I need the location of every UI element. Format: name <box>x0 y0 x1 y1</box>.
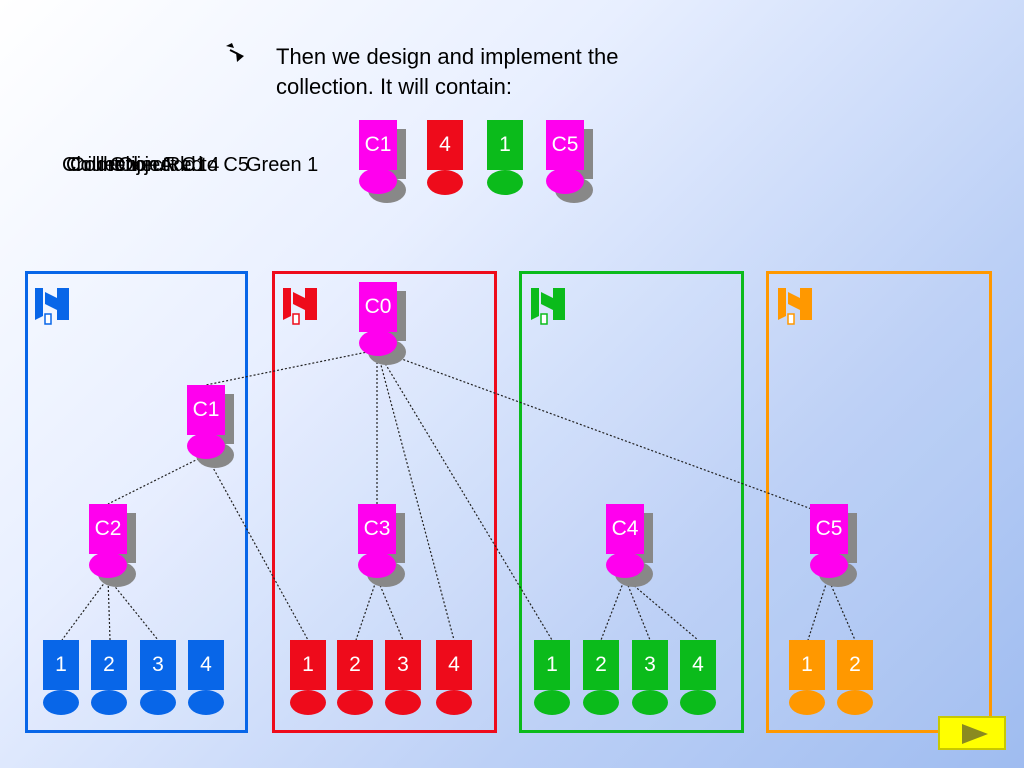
node-ellipse <box>187 433 225 459</box>
leaf-label: 2 <box>337 640 373 690</box>
next-slide-button[interactable] <box>938 716 1006 750</box>
leaf-ellipse <box>385 690 421 715</box>
overlap-text-collection: Collection <box>70 154 158 176</box>
slide-title: Then we design and implement the collect… <box>276 42 716 102</box>
title-line-1: Then we design and implement the <box>276 44 619 69</box>
leaf-label: 1 <box>290 640 326 690</box>
leaf-blue-2: 2 <box>91 640 129 720</box>
leaf-label: 1 <box>43 640 79 690</box>
leaf-red-2: 2 <box>337 640 375 720</box>
top-item-red-4: 4 <box>427 120 465 200</box>
node-ellipse <box>89 552 127 578</box>
node-label: C1 <box>359 120 397 170</box>
leaf-red-3: 3 <box>385 640 423 720</box>
node-c4: 4 C4 <box>606 504 666 604</box>
leaf-ellipse <box>43 690 79 715</box>
leaf-green-4: 4 <box>680 640 718 720</box>
node-label: C3 <box>358 504 396 554</box>
leaf-label: 2 <box>583 640 619 690</box>
overlap-text-children: Children <box>62 154 137 176</box>
leaf-label: 3 <box>140 640 176 690</box>
node-label: C0 <box>359 282 397 332</box>
overlap-text-object: Object <box>110 154 168 176</box>
leaf-red-4: 4 <box>436 640 474 720</box>
node-ellipse <box>546 168 584 194</box>
leaf-blue-4: 4 <box>188 640 226 720</box>
node-c3: 3 C3 <box>358 504 418 604</box>
node-label: C4 <box>606 504 644 554</box>
leaf-orange-1: 1 <box>789 640 827 720</box>
leaf-ellipse <box>290 690 326 715</box>
overlap-text-object-c1: Object C1 <box>118 154 207 176</box>
node-ellipse <box>810 552 848 578</box>
node-label: C2 <box>89 504 127 554</box>
leaf-blue-3: 3 <box>140 640 178 720</box>
leaf-ellipse <box>140 690 176 715</box>
top-item-green-1: 1 <box>487 120 525 200</box>
leaf-ellipse <box>789 690 825 715</box>
top-item-c1: 1 C1 <box>359 120 419 220</box>
leaf-green-3: 3 <box>632 640 670 720</box>
node-label: C1 <box>187 385 225 435</box>
node-ellipse <box>606 552 644 578</box>
leaf-label: 2 <box>91 640 127 690</box>
panel-green-icon <box>531 288 565 325</box>
top-item-c5: 5 C5 <box>546 120 606 220</box>
node-label: C5 <box>810 504 848 554</box>
play-icon <box>962 724 988 744</box>
leaf-red-1: 1 <box>290 640 328 720</box>
leaf-ellipse <box>91 690 127 715</box>
leaf-ellipse <box>436 690 472 715</box>
leaf-label: 1 <box>534 640 570 690</box>
panel-blue-icon <box>35 288 69 325</box>
leaf-ellipse <box>583 690 619 715</box>
leaf-ellipse <box>188 690 224 715</box>
panel-orange-icon <box>778 288 812 325</box>
leaf-label: 3 <box>632 640 668 690</box>
leaf-label: 1 <box>789 640 825 690</box>
leaf-label: 1 <box>487 120 523 170</box>
leaf-label: 2 <box>837 640 873 690</box>
leaf-ellipse <box>337 690 373 715</box>
panel-red-icon <box>283 288 317 325</box>
node-c2: 2 C2 <box>89 504 149 604</box>
node-ellipse <box>358 552 396 578</box>
leaf-green-2: 2 <box>583 640 621 720</box>
overlap-text-green-1: Green 1 <box>246 154 319 176</box>
node-c5: 5 C5 <box>810 504 870 604</box>
bullet-icon <box>226 43 244 62</box>
node-ellipse <box>359 168 397 194</box>
leaf-orange-2: 2 <box>837 640 875 720</box>
node-label: C5 <box>546 120 584 170</box>
leaf-ellipse <box>837 690 873 715</box>
leaf-ellipse <box>680 690 716 715</box>
overlap-text-count: Count <box>66 154 120 176</box>
leaf-label: 4 <box>188 640 224 690</box>
leaf-ellipse <box>632 690 668 715</box>
overlap-text-add-c5: Add to C5 <box>160 154 249 176</box>
leaf-green-1: 1 <box>534 640 572 720</box>
leaf-ellipse <box>427 170 463 195</box>
leaf-ellipse <box>534 690 570 715</box>
node-ellipse <box>359 330 397 356</box>
leaf-blue-1: 1 <box>43 640 81 720</box>
title-line-2: collection. It will contain: <box>276 74 512 99</box>
leaf-label: 4 <box>427 120 463 170</box>
leaf-ellipse <box>487 170 523 195</box>
leaf-label: 3 <box>385 640 421 690</box>
leaf-label: 4 <box>436 640 472 690</box>
overlap-text-red-4: Red 4 <box>166 154 220 176</box>
node-c0: 0 C0 <box>359 282 419 382</box>
node-c1: 1 C1 <box>187 385 247 485</box>
leaf-label: 4 <box>680 640 716 690</box>
